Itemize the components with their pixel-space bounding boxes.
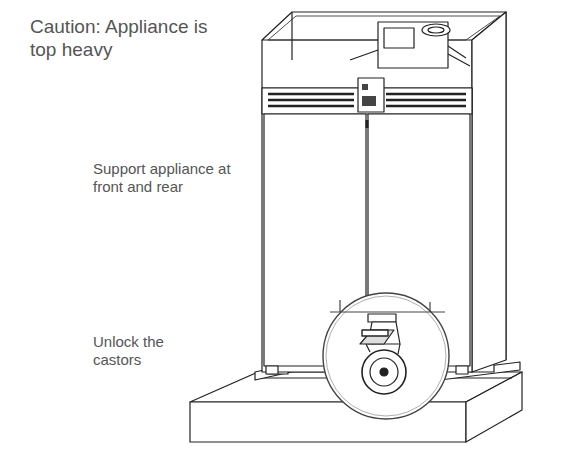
castor-note: Unlock the castors [93,333,188,369]
caution-note: Caution: Appliance is top heavy [30,16,220,62]
castor-detail [323,293,449,419]
cabinet [262,12,506,374]
support-note: Support appliance at front and rear [93,160,263,196]
